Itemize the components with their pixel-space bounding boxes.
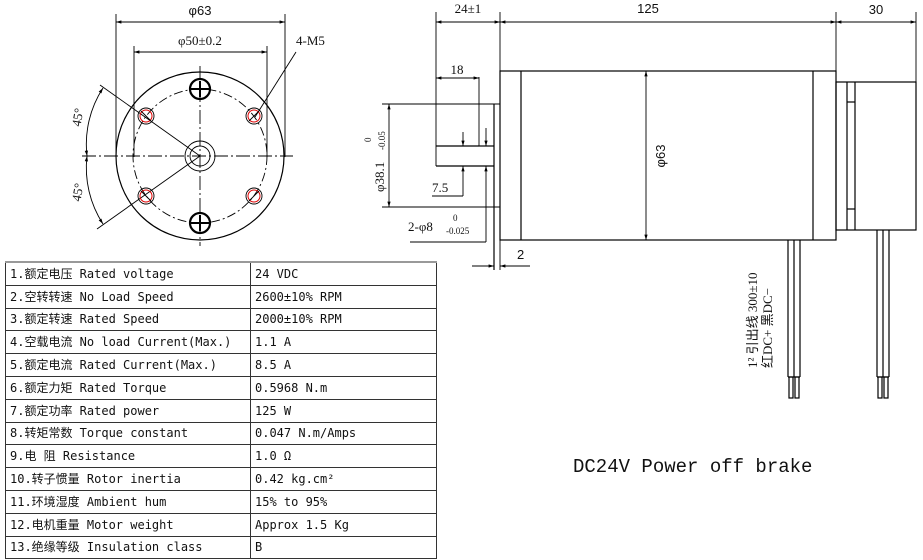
mount-hole <box>137 187 155 205</box>
caption: DC24V Power off brake <box>573 456 813 478</box>
pilot-tol-lower: -0.05 <box>377 131 387 150</box>
pilot-tol-upper: 0 <box>363 137 373 142</box>
shaft-length-label: 24±1 <box>455 1 482 16</box>
shaft-tol-upper: 0 <box>453 213 458 223</box>
spec-name: 13.绝缘等级 Insulation class <box>5 535 251 560</box>
spec-name: 3.额定转速 Rated Speed <box>5 307 251 332</box>
angle-top-label: 45° <box>69 107 87 128</box>
bolt-circle-label: φ50±0.2 <box>178 33 222 48</box>
spec-name: 7.额定功率 Rated power <box>5 398 251 423</box>
spec-value: 2600±10% RPM <box>250 284 437 309</box>
spec-value: 2000±10% RPM <box>250 307 437 332</box>
side-view: 24±1 125 30 18 φ38.1 0 -0.05 7.5 2-φ8 0 … <box>363 1 917 399</box>
spec-value: 125 W <box>250 398 437 423</box>
spec-value: Approx 1.5 Kg <box>250 512 437 537</box>
spec-name: 12.电机重量 Motor weight <box>5 512 251 537</box>
mount-hole <box>137 107 155 125</box>
shaft-tol-lower: -0.025 <box>446 226 470 236</box>
mount-hole <box>245 107 263 125</box>
motor-body <box>499 70 837 241</box>
angle-arc-bottom <box>84 155 104 225</box>
shaft-label: 2-φ8 <box>408 219 433 234</box>
spec-value: 8.5 A <box>250 353 437 377</box>
spec-row: 4.空载电流 No load Current(Max.)1.1 A <box>5 330 437 355</box>
spec-row: 5.额定电流 Rated Current(Max.)8.5 A <box>5 353 437 377</box>
angle-line-bottom <box>96 155 201 230</box>
screw-icon <box>188 77 212 101</box>
outer-diameter-label: φ63 <box>189 3 212 18</box>
mount-hole <box>245 187 263 205</box>
lead-note-line1: 1² 引出线 300±10 <box>745 272 760 368</box>
angle-bottom-label: 45° <box>69 182 87 203</box>
flat-depth-label: 7.5 <box>432 180 448 195</box>
spec-name: 10.转子惯量 Rotor inertia <box>5 467 251 491</box>
lead-note-line2: 红DC+ 黑DC− <box>760 288 775 368</box>
flange-thickness-label: 2 <box>517 247 524 262</box>
spec-value: 0.047 N.m/Amps <box>250 421 437 446</box>
spec-name: 6.额定力矩 Rated Torque <box>5 375 251 400</box>
spec-value: B <box>250 535 437 560</box>
brake-length-label: 30 <box>869 2 883 17</box>
spec-name: 5.额定电流 Rated Current(Max.) <box>5 353 251 377</box>
body-diameter-label: φ63 <box>653 145 668 168</box>
spec-name: 2.空转转速 No Load Speed <box>5 284 251 309</box>
brake-body <box>835 81 917 231</box>
holes-leader-line <box>254 51 297 118</box>
motor-lead-wires <box>787 240 801 399</box>
spec-name: 4.空载电流 No load Current(Max.) <box>5 330 251 355</box>
spec-value: 0.42 kg.cm² <box>250 467 437 491</box>
body-length-label: 125 <box>637 1 659 16</box>
spec-value: 0.5968 N.m <box>250 375 437 400</box>
front-view: φ63 φ50±0.2 4-M5 45° 45° <box>69 3 325 246</box>
spec-value: 15% to 95% <box>250 489 437 514</box>
spec-name: 1.额定电压 Rated voltage <box>5 260 251 286</box>
flat-length-label: 18 <box>451 62 464 77</box>
pilot-diameter-label: φ38.1 <box>372 162 387 192</box>
angle-arc-top <box>84 87 104 157</box>
brake-lead-wires <box>876 230 890 399</box>
spec-value: 1.0 Ω <box>250 444 437 469</box>
spec-value: 1.1 A <box>250 330 437 355</box>
spec-name: 11.环境湿度 Ambient hum <box>5 489 251 514</box>
holes-label: 4-M5 <box>296 33 325 48</box>
screw-icon <box>188 211 212 235</box>
spec-name: 9.电 阻 Resistance <box>5 444 251 469</box>
spec-value: 24 VDC <box>250 260 437 286</box>
spec-name: 8.转矩常数 Torque constant <box>5 421 251 446</box>
